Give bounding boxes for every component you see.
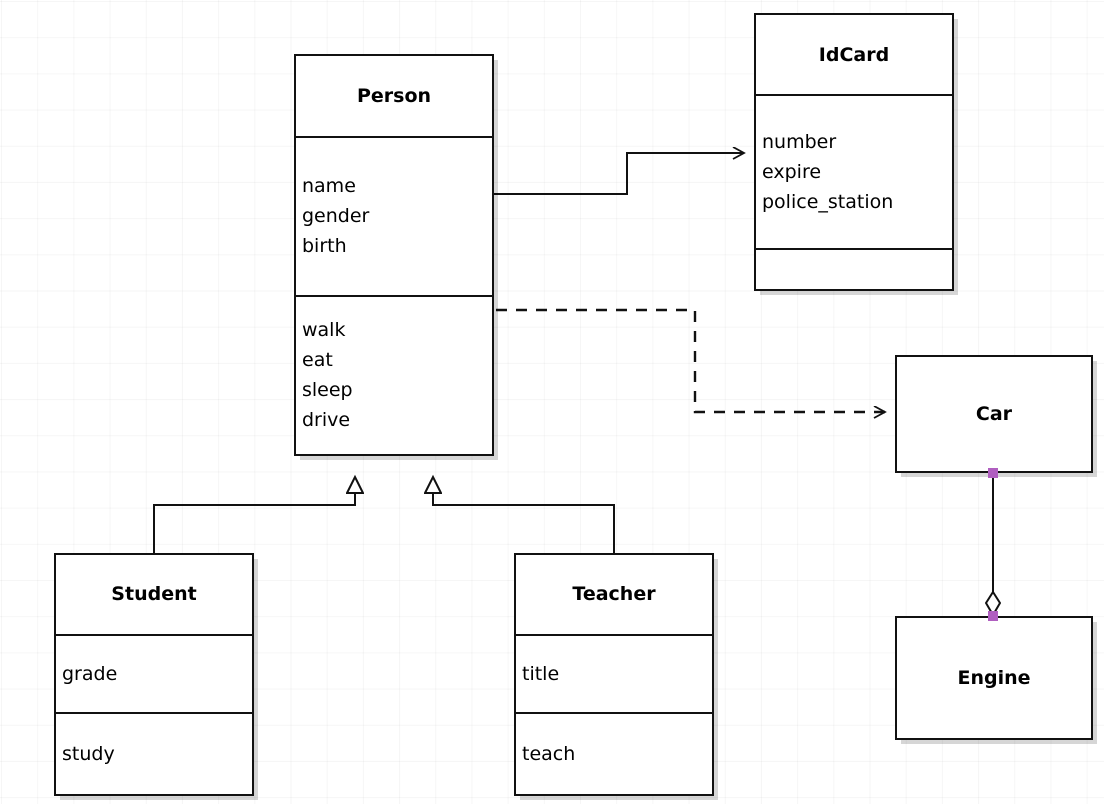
class-box-idcard[interactable]: IdCard number expire police_station [754,13,954,291]
class-attributes-idcard: number expire police_station [756,94,952,248]
class-attributes-person: name gender birth [296,135,492,295]
attribute-item: birth [302,235,347,258]
attribute-item: name [302,175,356,198]
connection-handle-engine-top[interactable] [988,611,998,621]
class-box-car[interactable]: Car [895,355,1093,473]
class-title-student: Student [56,555,252,634]
attribute-item: gender [302,205,370,228]
attribute-item: grade [62,663,118,685]
class-name-person: Person [356,84,432,107]
class-name-car: Car [975,403,1013,425]
class-operations-teacher: teach [516,712,712,794]
operation-item: eat [302,349,333,372]
class-box-student[interactable]: Student grade study [54,553,254,796]
attribute-item: number [762,131,837,154]
edge-person-car[interactable] [496,308,885,412]
attribute-item: police_station [762,191,894,214]
operation-item: drive [302,409,351,432]
class-attributes-teacher: title [516,633,712,713]
class-operations-idcard [756,248,952,289]
operation-item: sleep [302,379,353,402]
class-title-idcard: IdCard [756,15,952,94]
class-attributes-student: grade [56,633,252,713]
class-box-person[interactable]: Person name gender birth walk eat sleep … [294,54,494,456]
operation-item: walk [302,319,346,342]
class-name-idcard: IdCard [818,43,890,66]
edge-person-idcard[interactable] [494,153,744,195]
operation-item: study [62,743,115,766]
operation-item: teach [522,743,576,766]
connection-handle-car-bottom[interactable] [988,468,998,478]
class-title-person: Person [296,56,492,136]
class-box-teacher[interactable]: Teacher title teach [514,553,714,796]
attribute-item: expire [762,161,822,184]
class-operations-student: study [56,712,252,794]
class-title-teacher: Teacher [516,555,712,634]
edge-teacher-person[interactable] [433,477,615,553]
class-title-engine: Engine [897,618,1091,738]
class-title-car: Car [897,357,1091,471]
attribute-item: title [522,663,560,685]
edge-student-person[interactable] [153,477,355,553]
class-name-teacher: Teacher [572,583,656,606]
class-name-engine: Engine [957,667,1031,689]
class-box-engine[interactable]: Engine [895,616,1093,740]
class-operations-person: walk eat sleep drive [296,294,492,454]
class-name-student: Student [111,583,197,606]
